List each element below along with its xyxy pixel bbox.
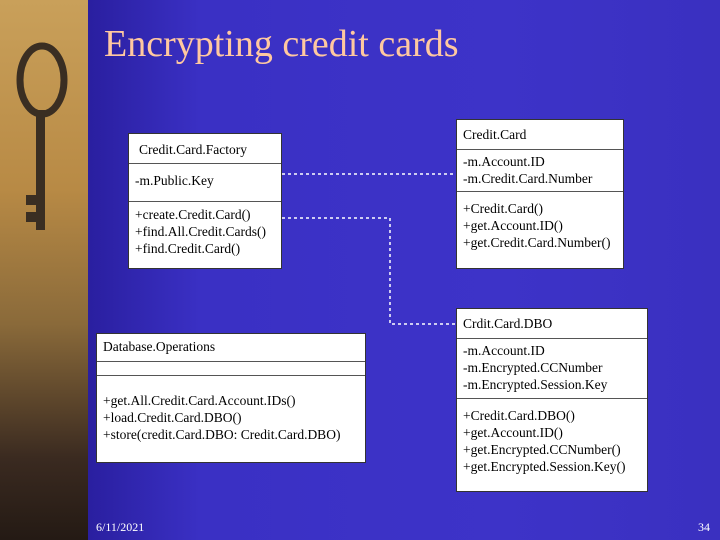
class-name: Credit.Card bbox=[457, 120, 623, 150]
attribute: -m.Account.ID bbox=[463, 343, 545, 358]
attribute: -m.Public.Key bbox=[135, 173, 214, 188]
method: +Credit.Card.DBO() bbox=[463, 408, 575, 423]
methods-section: +Credit.Card.DBO() +get.Account.ID() +ge… bbox=[457, 399, 647, 491]
class-name-text: Crdit.Card.DBO bbox=[463, 316, 553, 331]
slide-page-number: 34 bbox=[698, 520, 710, 534]
class-name-text: Database.Operations bbox=[103, 339, 216, 354]
class-name-text: Credit.Card bbox=[463, 127, 527, 142]
slide-title: Encrypting credit cards bbox=[104, 23, 459, 65]
class-name: Database.Operations bbox=[97, 334, 365, 362]
methods-section: +get.All.Credit.Card.Account.IDs() +load… bbox=[97, 376, 365, 462]
method: +create.Credit.Card() bbox=[135, 207, 251, 222]
method: +find.Credit.Card() bbox=[135, 241, 241, 256]
class-name-text: Credit.Card.Factory bbox=[139, 142, 247, 157]
class-name: Credit.Card.Factory bbox=[129, 134, 281, 164]
method: +find.All.Credit.Cards() bbox=[135, 224, 266, 239]
slide-date: 6/11/2021 bbox=[96, 520, 145, 534]
method: +get.Account.ID() bbox=[463, 425, 563, 440]
methods-section: +create.Credit.Card() +find.All.Credit.C… bbox=[129, 202, 281, 268]
connector-factory-to-dbo bbox=[282, 217, 455, 325]
method: +get.Encrypted.Session.Key() bbox=[463, 459, 626, 474]
attribute: -m.Encrypted.CCNumber bbox=[463, 360, 603, 375]
attribute: -m.Encrypted.Session.Key bbox=[463, 377, 608, 392]
class-name: Crdit.Card.DBO bbox=[457, 309, 647, 339]
antique-key-image bbox=[16, 42, 68, 230]
attributes-section: -m.Account.ID -m.Credit.Card.Number bbox=[457, 150, 623, 192]
class-database-operations[interactable]: Database.Operations +get.All.Credit.Card… bbox=[96, 333, 366, 463]
method: +get.Account.ID() bbox=[463, 218, 563, 233]
attribute: -m.Credit.Card.Number bbox=[463, 171, 593, 186]
method: +load.Credit.Card.DBO() bbox=[103, 410, 242, 425]
attributes-section: -m.Public.Key bbox=[129, 164, 281, 202]
attributes-section: -m.Account.ID -m.Encrypted.CCNumber -m.E… bbox=[457, 339, 647, 399]
method: +store(credit.Card.DBO: Credit.Card.DBO) bbox=[103, 427, 341, 442]
methods-section: +Credit.Card() +get.Account.ID() +get.Cr… bbox=[457, 192, 623, 268]
method: +get.Credit.Card.Number() bbox=[463, 235, 611, 250]
method: +Credit.Card() bbox=[463, 201, 543, 216]
method: +get.All.Credit.Card.Account.IDs() bbox=[103, 393, 296, 408]
attributes-section bbox=[97, 362, 365, 376]
attribute: -m.Account.ID bbox=[463, 154, 545, 169]
method: +get.Encrypted.CCNumber() bbox=[463, 442, 621, 457]
class-credit-card[interactable]: Credit.Card -m.Account.ID -m.Credit.Card… bbox=[456, 119, 624, 269]
class-credit-card-dbo[interactable]: Crdit.Card.DBO -m.Account.ID -m.Encrypte… bbox=[456, 308, 648, 492]
class-credit-card-factory[interactable]: Credit.Card.Factory -m.Public.Key +creat… bbox=[128, 133, 282, 269]
sidebar-texture bbox=[0, 0, 88, 540]
